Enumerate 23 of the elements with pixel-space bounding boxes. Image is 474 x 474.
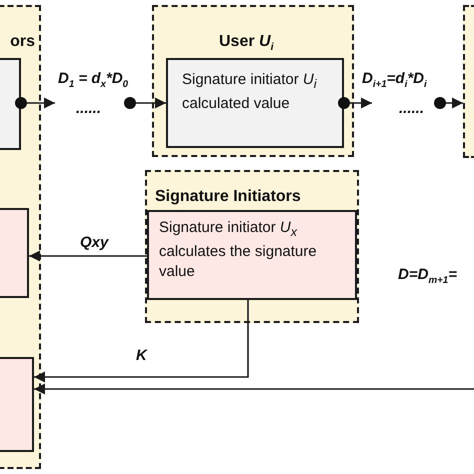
group-heading: User U$_{i}$ bbox=[219, 33, 274, 54]
arrow bbox=[34, 384, 474, 394]
edge-label: D$_{i+1}$=d$_{i}$*D$_{i}$ bbox=[362, 70, 427, 90]
edge-label: Qxy bbox=[80, 234, 108, 251]
edge-label: K bbox=[136, 347, 147, 364]
arrow bbox=[15, 97, 55, 109]
arrow bbox=[29, 250, 147, 262]
arrow bbox=[34, 300, 249, 382]
box-text: Signature initiator U$_{i}$ calculated value bbox=[182, 70, 318, 114]
ellipsis-text: ...... bbox=[399, 100, 424, 117]
process-box bbox=[166, 58, 344, 148]
group-heading: Signature Initiators bbox=[155, 188, 301, 206]
arrow bbox=[434, 97, 463, 109]
arrow bbox=[338, 97, 372, 109]
ellipsis-text: ...... bbox=[76, 100, 102, 117]
group-heading: ors bbox=[10, 33, 35, 51]
edge-label: D$_{1}$ = d$_{x}$*D$_{0}$ bbox=[58, 70, 128, 90]
process-box bbox=[147, 210, 357, 300]
box-text: Signature initiator U$_{x}$ calculates the signature value bbox=[159, 218, 318, 282]
dashed-group-box bbox=[145, 170, 359, 323]
formula-text: D=D$_{m+1}$= bbox=[398, 266, 457, 286]
dashed-group-box bbox=[152, 5, 354, 157]
arrow bbox=[124, 97, 166, 109]
